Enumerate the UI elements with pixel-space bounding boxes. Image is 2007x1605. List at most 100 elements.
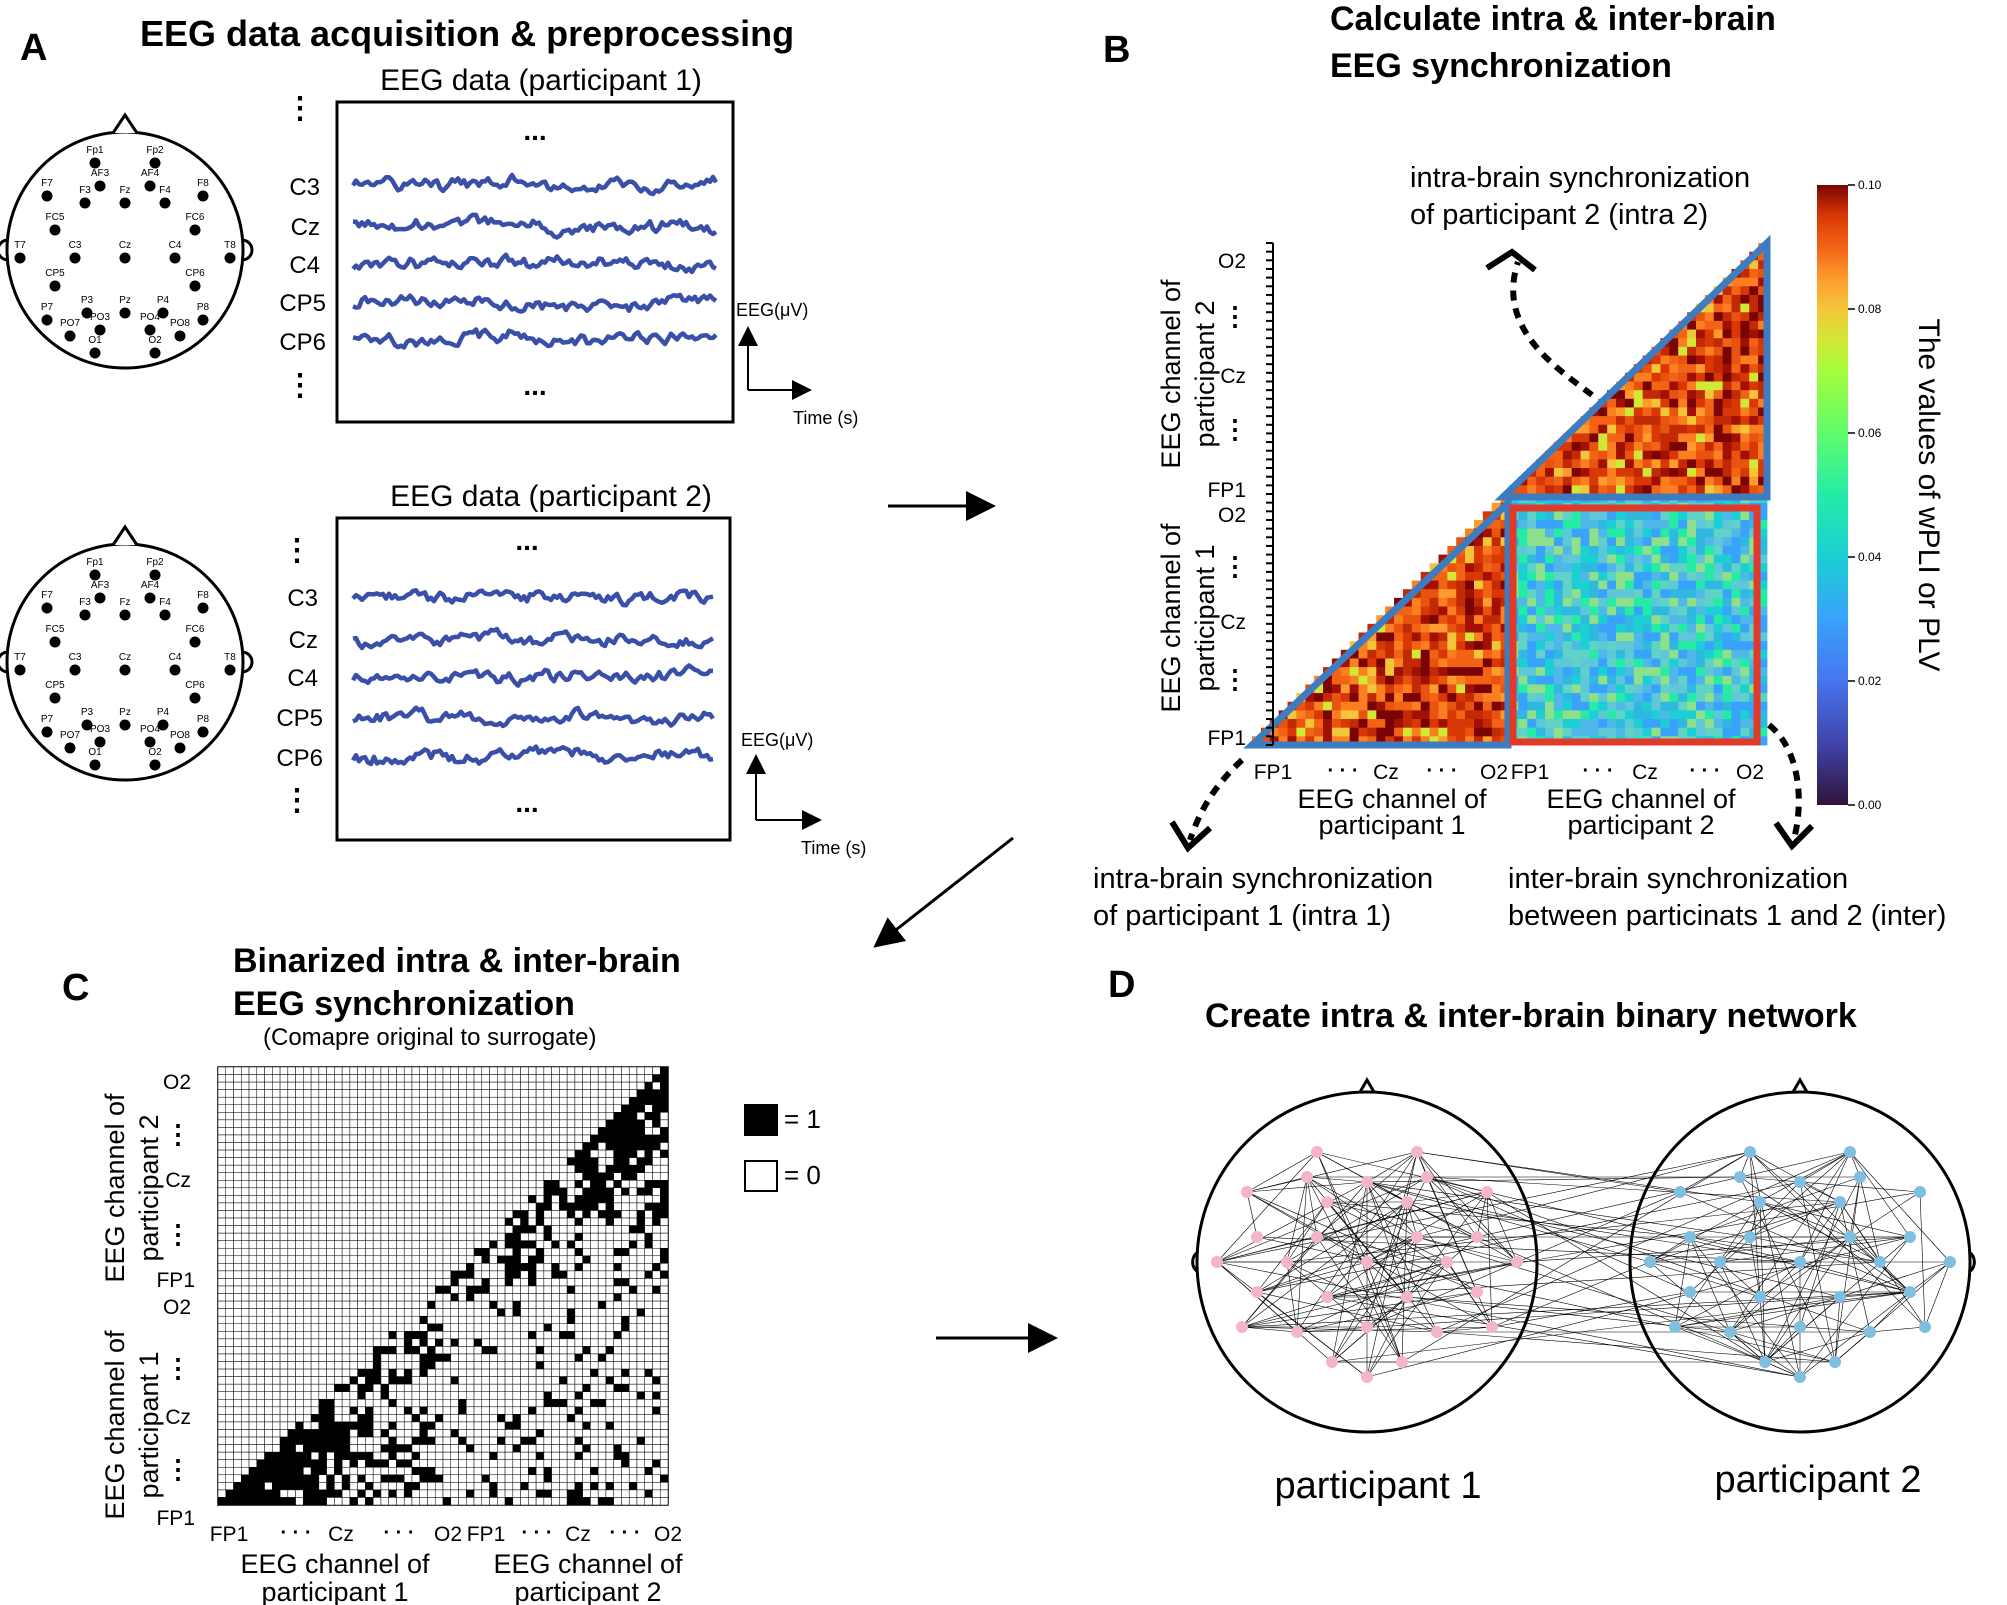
xlabel-p1-line1: EEG channel of [1297,784,1487,814]
heatmap-cell [1740,312,1750,322]
heatmap-cell [1687,485,1697,495]
panel-b-title-line2: EEG synchronization [1330,47,1672,85]
binary-cell [566,1134,576,1143]
binary-cell [256,1172,265,1181]
heatmap-cell [1660,649,1670,659]
binary-cell [372,1232,382,1241]
binary-cell [388,1361,397,1370]
binary-cell [535,1346,545,1355]
binary-cell [427,1346,436,1355]
binary-cell [318,1232,327,1241]
binary-cell [326,1081,335,1090]
binary-cell [419,1300,428,1309]
heatmap-cell [1695,675,1706,685]
binary-cell [628,1346,638,1355]
binary-cell [334,1232,343,1241]
electrode-label: P8 [197,714,210,725]
heatmap-cell [1296,736,1306,746]
binary-cell [652,1066,661,1075]
binary-cell [535,1338,545,1347]
binary-cell [582,1285,591,1294]
binary-cell [590,1278,599,1287]
binary-cell [241,1164,250,1173]
binary-cell [272,1338,281,1347]
heatmap-cell [1438,597,1448,607]
binary-cell [419,1195,428,1204]
heatmap-cell [1704,398,1715,408]
colorbar-tick-label: 0.00 [1858,798,1882,812]
heatmap-cell [1660,641,1670,651]
binary-cell [597,1278,607,1287]
binary-cell [303,1421,312,1430]
binary-cell [419,1089,428,1098]
heatmap-cell [1713,589,1723,599]
heatmap-cell [1740,468,1750,478]
binary-cell [621,1300,630,1309]
binary-cell [504,1308,514,1317]
heatmap-cell [1731,407,1741,417]
binary-cell [652,1414,661,1423]
heatmap-cell [1571,468,1581,478]
heatmap-cell [1287,736,1297,746]
heatmap-cell [1465,563,1475,573]
heatmap-cell [1598,693,1608,703]
heatmap-cell [1722,450,1732,460]
binary-cell [427,1195,436,1204]
binary-cell [473,1315,483,1325]
heatmap-cell [1740,346,1750,356]
heatmap-cell [1669,468,1679,478]
binary-cell [481,1210,490,1219]
electrode-fz [119,609,131,621]
binary-cell [597,1255,607,1264]
binary-cell [303,1134,312,1143]
binary-cell [489,1142,498,1151]
binary-cell [396,1127,405,1136]
binary-cell [644,1172,653,1181]
binary-cell [458,1104,467,1113]
heatmap-cell [1651,554,1661,564]
binary-cell [388,1119,397,1128]
heatmap-cell [1758,476,1768,486]
binary-cell [287,1195,296,1204]
binary-cell [473,1081,483,1090]
binary-cell [481,1346,490,1355]
binary-cell [357,1202,366,1211]
binary-cell [628,1421,638,1430]
heatmap-cell [1394,632,1404,642]
heatmap-cell [1758,658,1768,668]
heatmap-cell [1624,597,1635,607]
binary-cell [481,1112,490,1121]
binary-cell [597,1134,607,1143]
binary-cell [233,1300,242,1309]
binary-cell [326,1414,335,1423]
binary-cell [551,1263,560,1272]
heatmap-cell [1642,658,1652,668]
heatmap-cell [1536,597,1546,607]
binary-cell [528,1187,537,1196]
heatmap-cell [1722,571,1732,581]
heatmap-cell [1633,597,1644,607]
binary-cell [326,1240,335,1249]
heatmap-cell [1598,571,1608,581]
binary-cell [605,1089,614,1098]
heatmap-cell [1447,658,1457,668]
binary-cell [411,1074,420,1083]
binary-cell [365,1089,374,1098]
heatmap-cell [1562,727,1573,737]
binary-cell [256,1127,265,1136]
channel-label-cp6: CP6 [279,329,326,356]
heatmap-cell [1731,511,1741,521]
binary-cell [318,1104,327,1113]
heatmap-cell [1660,727,1670,737]
heatmap-cell [1376,701,1386,711]
binary-cell [504,1157,514,1166]
binary-cell [349,1157,358,1166]
binary-cell [621,1127,630,1136]
heatmap-cell [1465,571,1475,581]
binary-cell [528,1247,537,1257]
binary-cell [388,1210,397,1219]
binary-cell [248,1104,258,1113]
binary-cell [628,1414,638,1423]
heatmap-cell [1553,571,1564,581]
binary-cell [497,1157,506,1166]
